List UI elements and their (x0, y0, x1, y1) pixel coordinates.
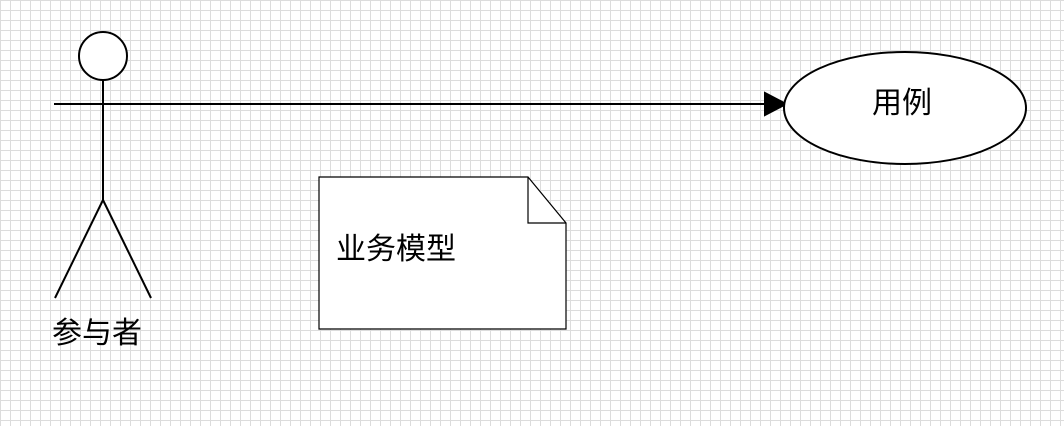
note-body (318, 176, 567, 330)
note-label: 业务模型 (336, 232, 456, 267)
note-fold (527, 177, 566, 224)
actor-head (78, 31, 128, 81)
actor-left-leg (54, 199, 104, 299)
actor-label: 参与者 (52, 316, 142, 351)
use-case-label: 用例 (872, 86, 932, 121)
association-connector[interactable] (54, 91, 789, 117)
note-shape[interactable] (318, 176, 567, 330)
actor-right-leg (102, 199, 152, 299)
actor-figure[interactable] (54, 31, 152, 299)
association-arrowhead (764, 91, 789, 117)
use-case-ellipse[interactable] (783, 51, 1027, 165)
